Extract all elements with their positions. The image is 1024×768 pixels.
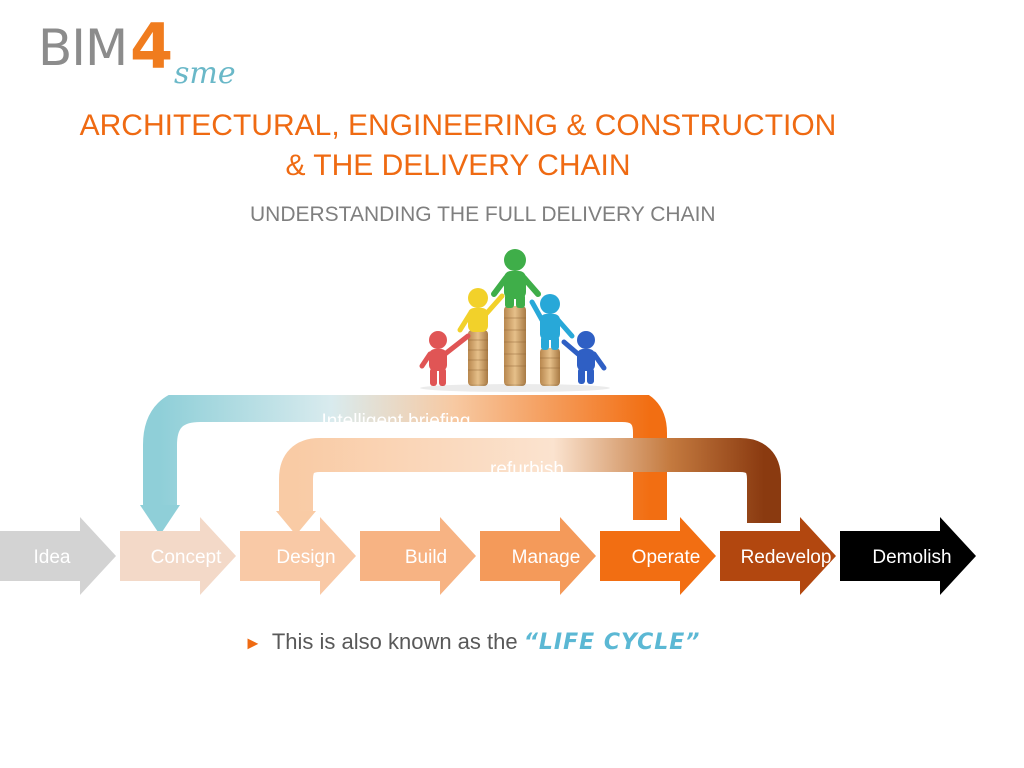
stage-chevron-design (240, 517, 356, 595)
life-cycle-highlight: “LIFE CYCLE” (523, 630, 701, 655)
intelligent-briefing-label: Intelligent briefing (322, 411, 471, 432)
delivery-chain-diagram: Intelligent briefing refurbish Idea Conce… (0, 395, 976, 595)
refurbish-arrowhead (276, 511, 316, 535)
stage-label-demolish: Demolish (872, 547, 951, 568)
stage-chevron-concept (120, 517, 236, 595)
life-cycle-footnote: ► This is also known as the “LIFE CYCLE” (244, 626, 700, 659)
stage-label-manage: Manage (512, 547, 581, 568)
stage-label-design: Design (276, 547, 335, 568)
stage-label-redevelop: Redevelop (741, 547, 832, 568)
intelligent-briefing-loop-arrow (143, 395, 667, 520)
stage-chevron-idea (0, 517, 116, 595)
stage-chevron-manage (480, 517, 596, 595)
logo-bim-text: BIM (38, 19, 128, 77)
red-figure (419, 331, 471, 386)
refurbish-label: refurbish (490, 459, 564, 480)
slide-title-line-1: ARCHITECTURAL, ENGINEERING & CONSTRUCTIO… (79, 109, 837, 142)
people-on-coin-stacks-image (419, 249, 610, 392)
slide-subtitle: UNDERSTANDING THE FULL DELIVERY CHAIN (250, 203, 716, 226)
stage-label-build: Build (405, 547, 447, 568)
blue-figure (561, 331, 607, 384)
stage-chevron-demolish (840, 517, 976, 595)
refurbish-loop-arrow (279, 438, 781, 523)
coin-stacks (468, 306, 560, 386)
stage-label-operate: Operate (632, 547, 701, 568)
slide-title: ARCHITECTURAL, ENGINEERING & CONSTRUCTIO… (0, 106, 916, 186)
triangle-bullet-icon: ► (244, 633, 262, 653)
stage-chevrons: Idea Concept Design Build Manage Operate Redev… (0, 517, 976, 595)
stage-label-concept: Concept (151, 547, 222, 568)
stage-label-idea: Idea (34, 547, 71, 568)
slide-title-line-2: & THE DELIVERY CHAIN (285, 149, 631, 182)
logo-sme-text: sme (174, 56, 236, 91)
intelligent-briefing-arrowhead (140, 505, 180, 535)
cyan-figure (529, 294, 575, 350)
stage-chevron-build (360, 517, 476, 595)
yellow-figure (457, 288, 505, 333)
bim4sme-logo: BIM 4 sme (38, 12, 238, 98)
stage-chevron-operate (600, 517, 716, 595)
green-figure (491, 249, 541, 308)
footnote-text: This is also known as the (271, 629, 524, 654)
stage-chevron-redevelop (720, 517, 836, 595)
logo-four-text: 4 (130, 10, 174, 83)
